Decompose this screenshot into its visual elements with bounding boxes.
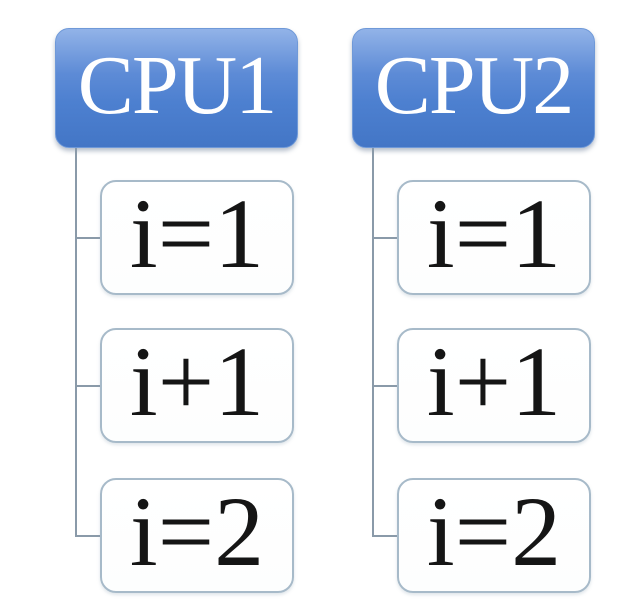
cpu2-connector-branch-2 — [372, 385, 399, 387]
cpu1-branch: CPU1 i=1 i+1 i=2 — [55, 28, 298, 598]
cpu1-connector-branch-2 — [75, 385, 102, 387]
cpu1-connector-vertical-line — [75, 148, 77, 537]
cpu1-step-node-1: i=1 — [100, 178, 294, 295]
cpu1-node: CPU1 — [55, 28, 298, 148]
cpu2-step-node-1: i=1 — [397, 178, 591, 295]
cpu1-step-node-3: i=2 — [100, 476, 294, 593]
cpu1-step-node-2: i+1 — [100, 326, 294, 443]
cpu2-node: CPU2 — [352, 28, 595, 148]
cpu2-connector-vertical-line — [372, 148, 374, 537]
cpu2-step-node-3: i=2 — [397, 476, 591, 593]
cpu2-branch: CPU2 i=1 i+1 i=2 — [352, 28, 595, 598]
cpu2-step-node-2: i+1 — [397, 326, 591, 443]
cpu2-connector-branch-1 — [372, 237, 399, 239]
cpu1-connector-branch-3 — [75, 535, 102, 537]
cpu1-connector-branch-1 — [75, 237, 102, 239]
cpu2-connector-branch-3 — [372, 535, 399, 537]
